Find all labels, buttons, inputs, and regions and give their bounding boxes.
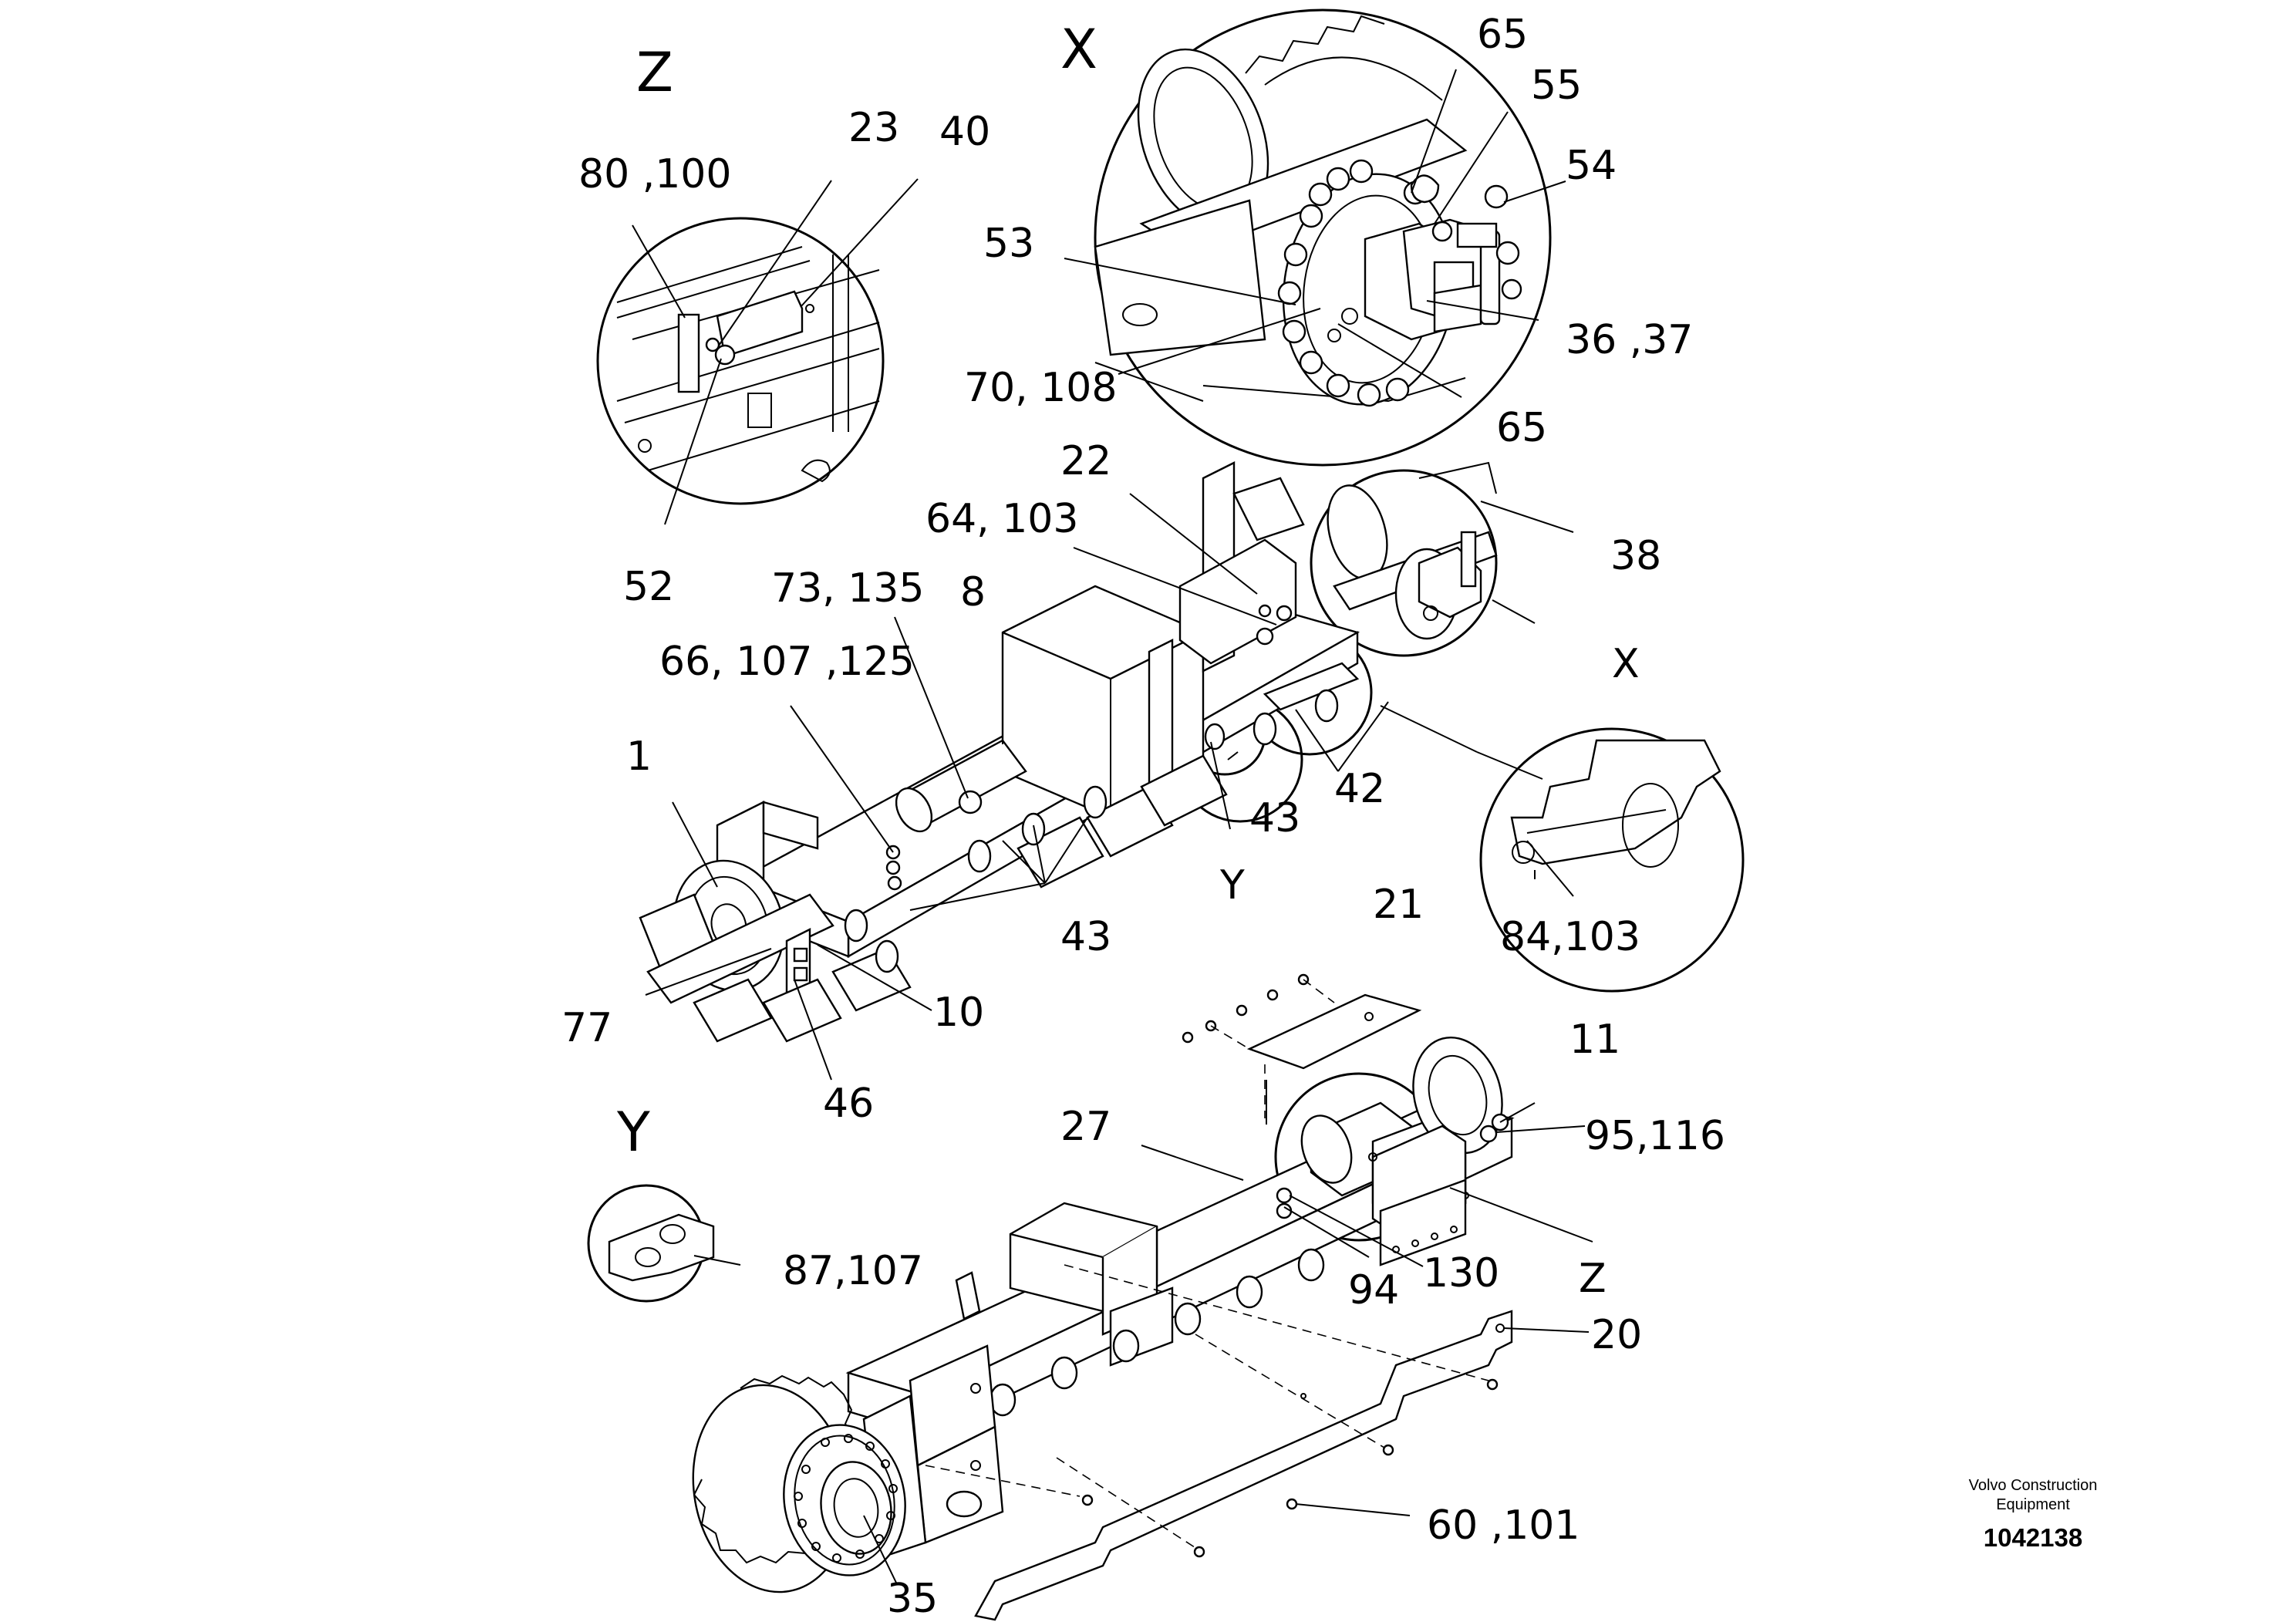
callout-73-135: 73, 135 <box>771 565 924 612</box>
callout-70-108: 70, 108 <box>964 365 1117 411</box>
callout-43-right: 43 <box>1249 795 1300 841</box>
callout-10: 10 <box>933 990 984 1036</box>
ref-label-x: X <box>1612 641 1640 687</box>
ref-label-y: Y <box>1219 862 1245 909</box>
detail-z-circle <box>596 217 885 505</box>
detail-84-103-circle <box>1479 727 1745 993</box>
callout-54: 54 <box>1566 143 1617 189</box>
company-name-line1: Volvo Construction <box>1969 1477 2098 1494</box>
callout-65-bottom: 65 <box>1496 405 1547 451</box>
callout-11: 11 <box>1569 1017 1620 1063</box>
view-label-x: X <box>1060 18 1097 81</box>
callout-38: 38 <box>1610 533 1661 579</box>
title-block: Volvo Construction Equipment 1042138 <box>1969 1477 2098 1552</box>
callout-84-103: 84,103 <box>1500 914 1640 960</box>
detail-z-frame <box>616 246 880 483</box>
callout-8: 8 <box>960 569 986 615</box>
callout-43-bottom: 43 <box>1060 914 1111 960</box>
callout-53: 53 <box>983 221 1034 267</box>
detail-x-mount <box>1094 199 1266 356</box>
callout-22: 22 <box>1060 438 1111 484</box>
callout-87-107: 87,107 <box>783 1248 923 1294</box>
callout-130: 130 <box>1423 1250 1499 1297</box>
callout-42: 42 <box>1334 766 1385 812</box>
shield-screws <box>925 1264 1499 1558</box>
view-label-z: Z <box>636 41 673 104</box>
callout-1: 1 <box>626 733 652 780</box>
callout-77: 77 <box>561 1005 612 1051</box>
callout-21: 21 <box>1373 882 1424 928</box>
drawing-number: 1042138 <box>1984 1523 2082 1552</box>
callout-46: 46 <box>823 1081 874 1127</box>
detail-z <box>596 217 885 505</box>
company-name-line2: Equipment <box>1996 1496 2070 1513</box>
leader-lines <box>632 69 1593 1583</box>
detail-x-circle <box>1094 8 1552 467</box>
detail-x-small-circle <box>1310 469 1498 657</box>
callout-40: 40 <box>939 109 990 155</box>
callout-80-100: 80 ,100 <box>578 151 731 197</box>
detail-84-103 <box>1479 727 1745 993</box>
callout-27: 27 <box>1060 1104 1111 1150</box>
detail-x <box>1094 8 1552 467</box>
side-shield-20 <box>925 1264 1513 1621</box>
lower-track-frame <box>692 1036 1515 1593</box>
detail-z-block <box>677 313 700 393</box>
callout-95-116: 95,116 <box>1585 1113 1725 1159</box>
callout-55: 55 <box>1531 62 1582 109</box>
ref-label-z: Z <box>1579 1256 1607 1302</box>
detail-x-small <box>1310 461 1498 657</box>
cover-screws <box>1182 973 1335 1050</box>
callout-23: 23 <box>848 105 899 151</box>
callout-52: 52 <box>623 564 674 610</box>
callout-94: 94 <box>1348 1267 1399 1313</box>
upper-track-frame <box>639 461 1360 1043</box>
detail-x-motor <box>1327 174 1522 342</box>
callout-64-103: 64, 103 <box>925 496 1078 542</box>
callout-20: 20 <box>1591 1312 1642 1358</box>
callout-60-101: 60 ,101 <box>1427 1502 1580 1549</box>
detail-y <box>587 1184 715 1303</box>
callout-66-107-125: 66, 107 ,125 <box>659 639 915 685</box>
view-label-y: Y <box>616 1101 650 1164</box>
callout-65-top: 65 <box>1477 12 1528 58</box>
callout-36-37: 36 ,37 <box>1566 317 1693 363</box>
cover-plate-21 <box>1182 973 1422 1125</box>
callout-35: 35 <box>887 1576 938 1622</box>
